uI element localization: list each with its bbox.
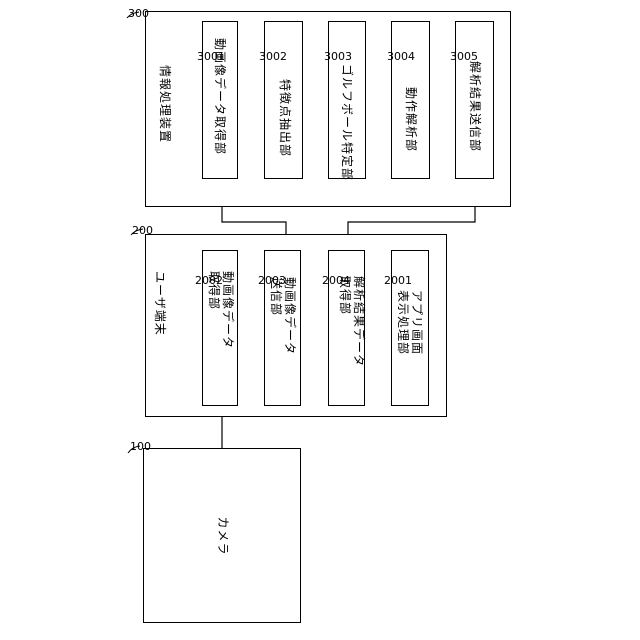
module-2001-label: アプリ画面 表示処理部 bbox=[394, 290, 424, 380]
module-3004-label: 動作解析部 bbox=[404, 87, 418, 155]
module-3005-ref: 3005 bbox=[450, 50, 478, 63]
module-2002-ref: 2002 bbox=[195, 274, 223, 287]
module-2001-ref: 2001 bbox=[384, 274, 412, 287]
module-3002-label: 特徴点抽出部 bbox=[278, 79, 292, 163]
module-2003-ref: 2003 bbox=[258, 274, 286, 287]
module-3003-label: ゴルフボール特定部 bbox=[340, 64, 354, 176]
module-2004-label: 解析結果データ 取得部 bbox=[336, 276, 366, 386]
user-terminal-title: ユーザ端末 bbox=[153, 271, 167, 351]
module-3001-ref: 3001 bbox=[197, 50, 225, 63]
camera-label: カメラ bbox=[214, 506, 230, 566]
module-2003-label: 動画像データ 送信部 bbox=[267, 277, 297, 377]
module-3003-ref: 3003 bbox=[324, 50, 352, 63]
module-3004-ref: 3004 bbox=[387, 50, 415, 63]
info-processor-ref: 300 bbox=[128, 7, 149, 20]
camera-ref: 100 bbox=[130, 440, 151, 453]
user-terminal-ref: 200 bbox=[132, 224, 153, 237]
module-3002-ref: 3002 bbox=[259, 50, 287, 63]
module-2004-ref: 2004 bbox=[322, 274, 350, 287]
info-processor-title: 情報処理装置 bbox=[158, 65, 172, 161]
module-3005-label: 解析結果送信部 bbox=[468, 61, 482, 157]
